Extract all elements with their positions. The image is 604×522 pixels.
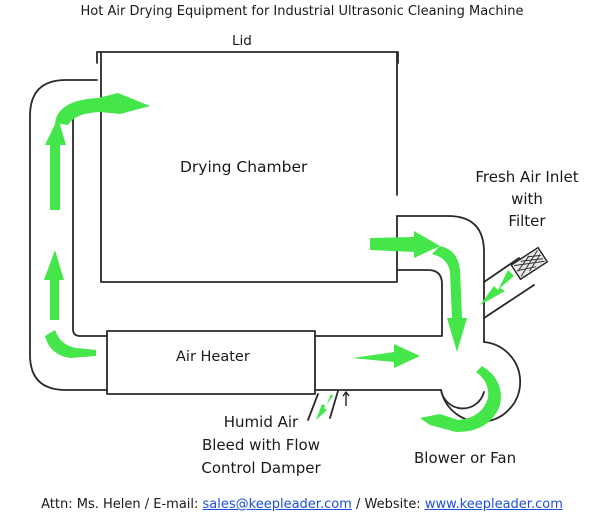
fresh-air-label-line: Fresh Air Inlet bbox=[475, 168, 579, 186]
footer-attn-text: Attn: Ms. Helen / E-mail: bbox=[41, 497, 203, 512]
blower-label: Blower or Fan bbox=[414, 449, 517, 467]
airflow-arrow bbox=[316, 394, 333, 420]
blower-inner bbox=[440, 389, 485, 410]
filter-icon bbox=[510, 246, 549, 281]
airflow-arrow bbox=[44, 250, 64, 320]
footer-separator: / Website: bbox=[351, 497, 425, 512]
airflow-arrow bbox=[420, 366, 501, 432]
fresh-air-branch bbox=[483, 257, 535, 319]
return-duct-outer bbox=[29, 79, 108, 391]
humid-air-label-line: Bleed with Flow bbox=[201, 436, 321, 454]
outlet-duct-inner bbox=[396, 269, 443, 337]
airflow-arrow bbox=[45, 330, 96, 358]
airflow-arrow bbox=[480, 270, 514, 305]
bleed-pipe bbox=[307, 390, 339, 421]
humid-air-label-line: Humid Air bbox=[223, 413, 299, 431]
airflow-arrow bbox=[45, 118, 66, 210]
fresh-air-label-line: with bbox=[511, 190, 543, 208]
humid-air-label-line: Control Damper bbox=[201, 459, 321, 477]
email-link[interactable]: sales@keepleader.com bbox=[202, 497, 352, 512]
contact-footer: Attn: Ms. Helen / E-mail: sales@keeplead… bbox=[0, 497, 604, 512]
lid-line bbox=[96, 51, 399, 64]
air-heater-label: Air Heater bbox=[176, 349, 250, 365]
lid-label: Lid bbox=[232, 33, 252, 49]
fresh-air-label-line: Filter bbox=[508, 212, 546, 230]
airflow-arrow bbox=[432, 246, 462, 318]
blower-housing bbox=[440, 341, 522, 423]
damper-indicator bbox=[342, 390, 350, 406]
website-link[interactable]: www.keepleader.com bbox=[424, 497, 563, 512]
air-heater-box bbox=[106, 330, 316, 395]
airflow-arrow bbox=[370, 231, 440, 258]
diagram-title: Hot Air Drying Equipment for Industrial … bbox=[80, 4, 524, 19]
airflow-arrow bbox=[55, 93, 150, 125]
outlet-duct-outer bbox=[396, 215, 485, 343]
heater-to-blower-duct bbox=[314, 335, 442, 391]
drying-chamber-label: Drying Chamber bbox=[180, 158, 308, 176]
airflow-arrow bbox=[447, 318, 467, 352]
airflow-arrow bbox=[352, 344, 420, 368]
